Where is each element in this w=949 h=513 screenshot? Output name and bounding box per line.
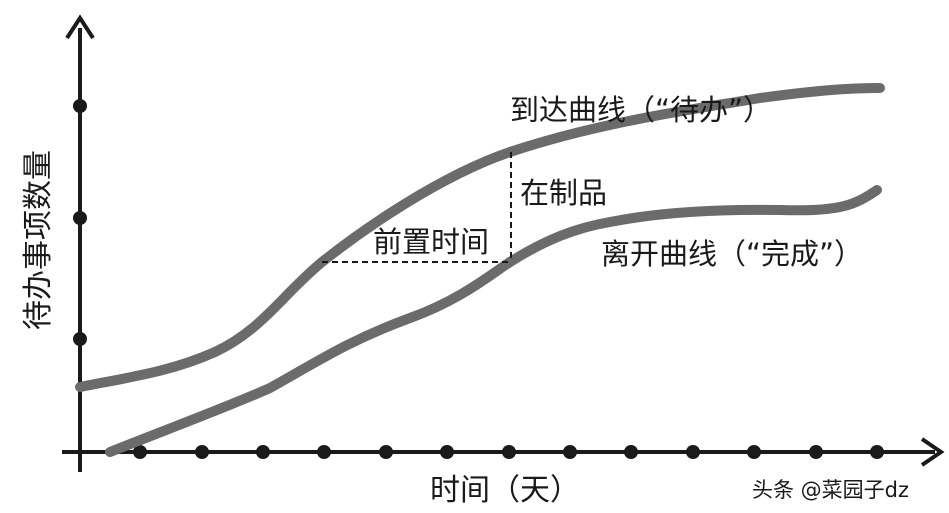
departure-curve-label: 离开曲线（“完成”） [601, 237, 863, 271]
x-axis-label: 时间（天） [430, 473, 580, 508]
watermark: 头条 @菜园子dz [752, 478, 909, 502]
x-tick-dot [624, 445, 638, 459]
y-tick-dot [73, 211, 87, 225]
y-tick-dot [73, 332, 87, 346]
x-axis-arrow-icon [920, 437, 945, 467]
y-axis-arrow-icon [65, 14, 95, 40]
x-tick-dot [809, 445, 823, 459]
x-axis-ticks [133, 445, 884, 459]
x-tick-dot [195, 445, 209, 459]
x-tick-dot [563, 445, 577, 459]
x-tick-dot [133, 445, 147, 459]
arrival-curve [75, 83, 885, 392]
x-tick-dot [317, 445, 331, 459]
departure-curve [105, 185, 882, 457]
x-tick-dot [686, 445, 700, 459]
x-tick-dot [379, 445, 393, 459]
y-axis-ticks [73, 99, 87, 346]
arrival-curve-label: 到达曲线（“待办”） [510, 93, 772, 127]
x-tick-dot [870, 445, 884, 459]
x-tick-dot [502, 445, 516, 459]
x-tick-dot [747, 445, 761, 459]
wip-label: 在制品 [520, 176, 607, 210]
y-tick-dot [73, 99, 87, 113]
lead-time-label: 前置时间 [373, 225, 489, 259]
x-tick-dot [440, 445, 454, 459]
y-axis-label: 待办事项数量 [21, 150, 56, 330]
x-tick-dot [256, 445, 270, 459]
